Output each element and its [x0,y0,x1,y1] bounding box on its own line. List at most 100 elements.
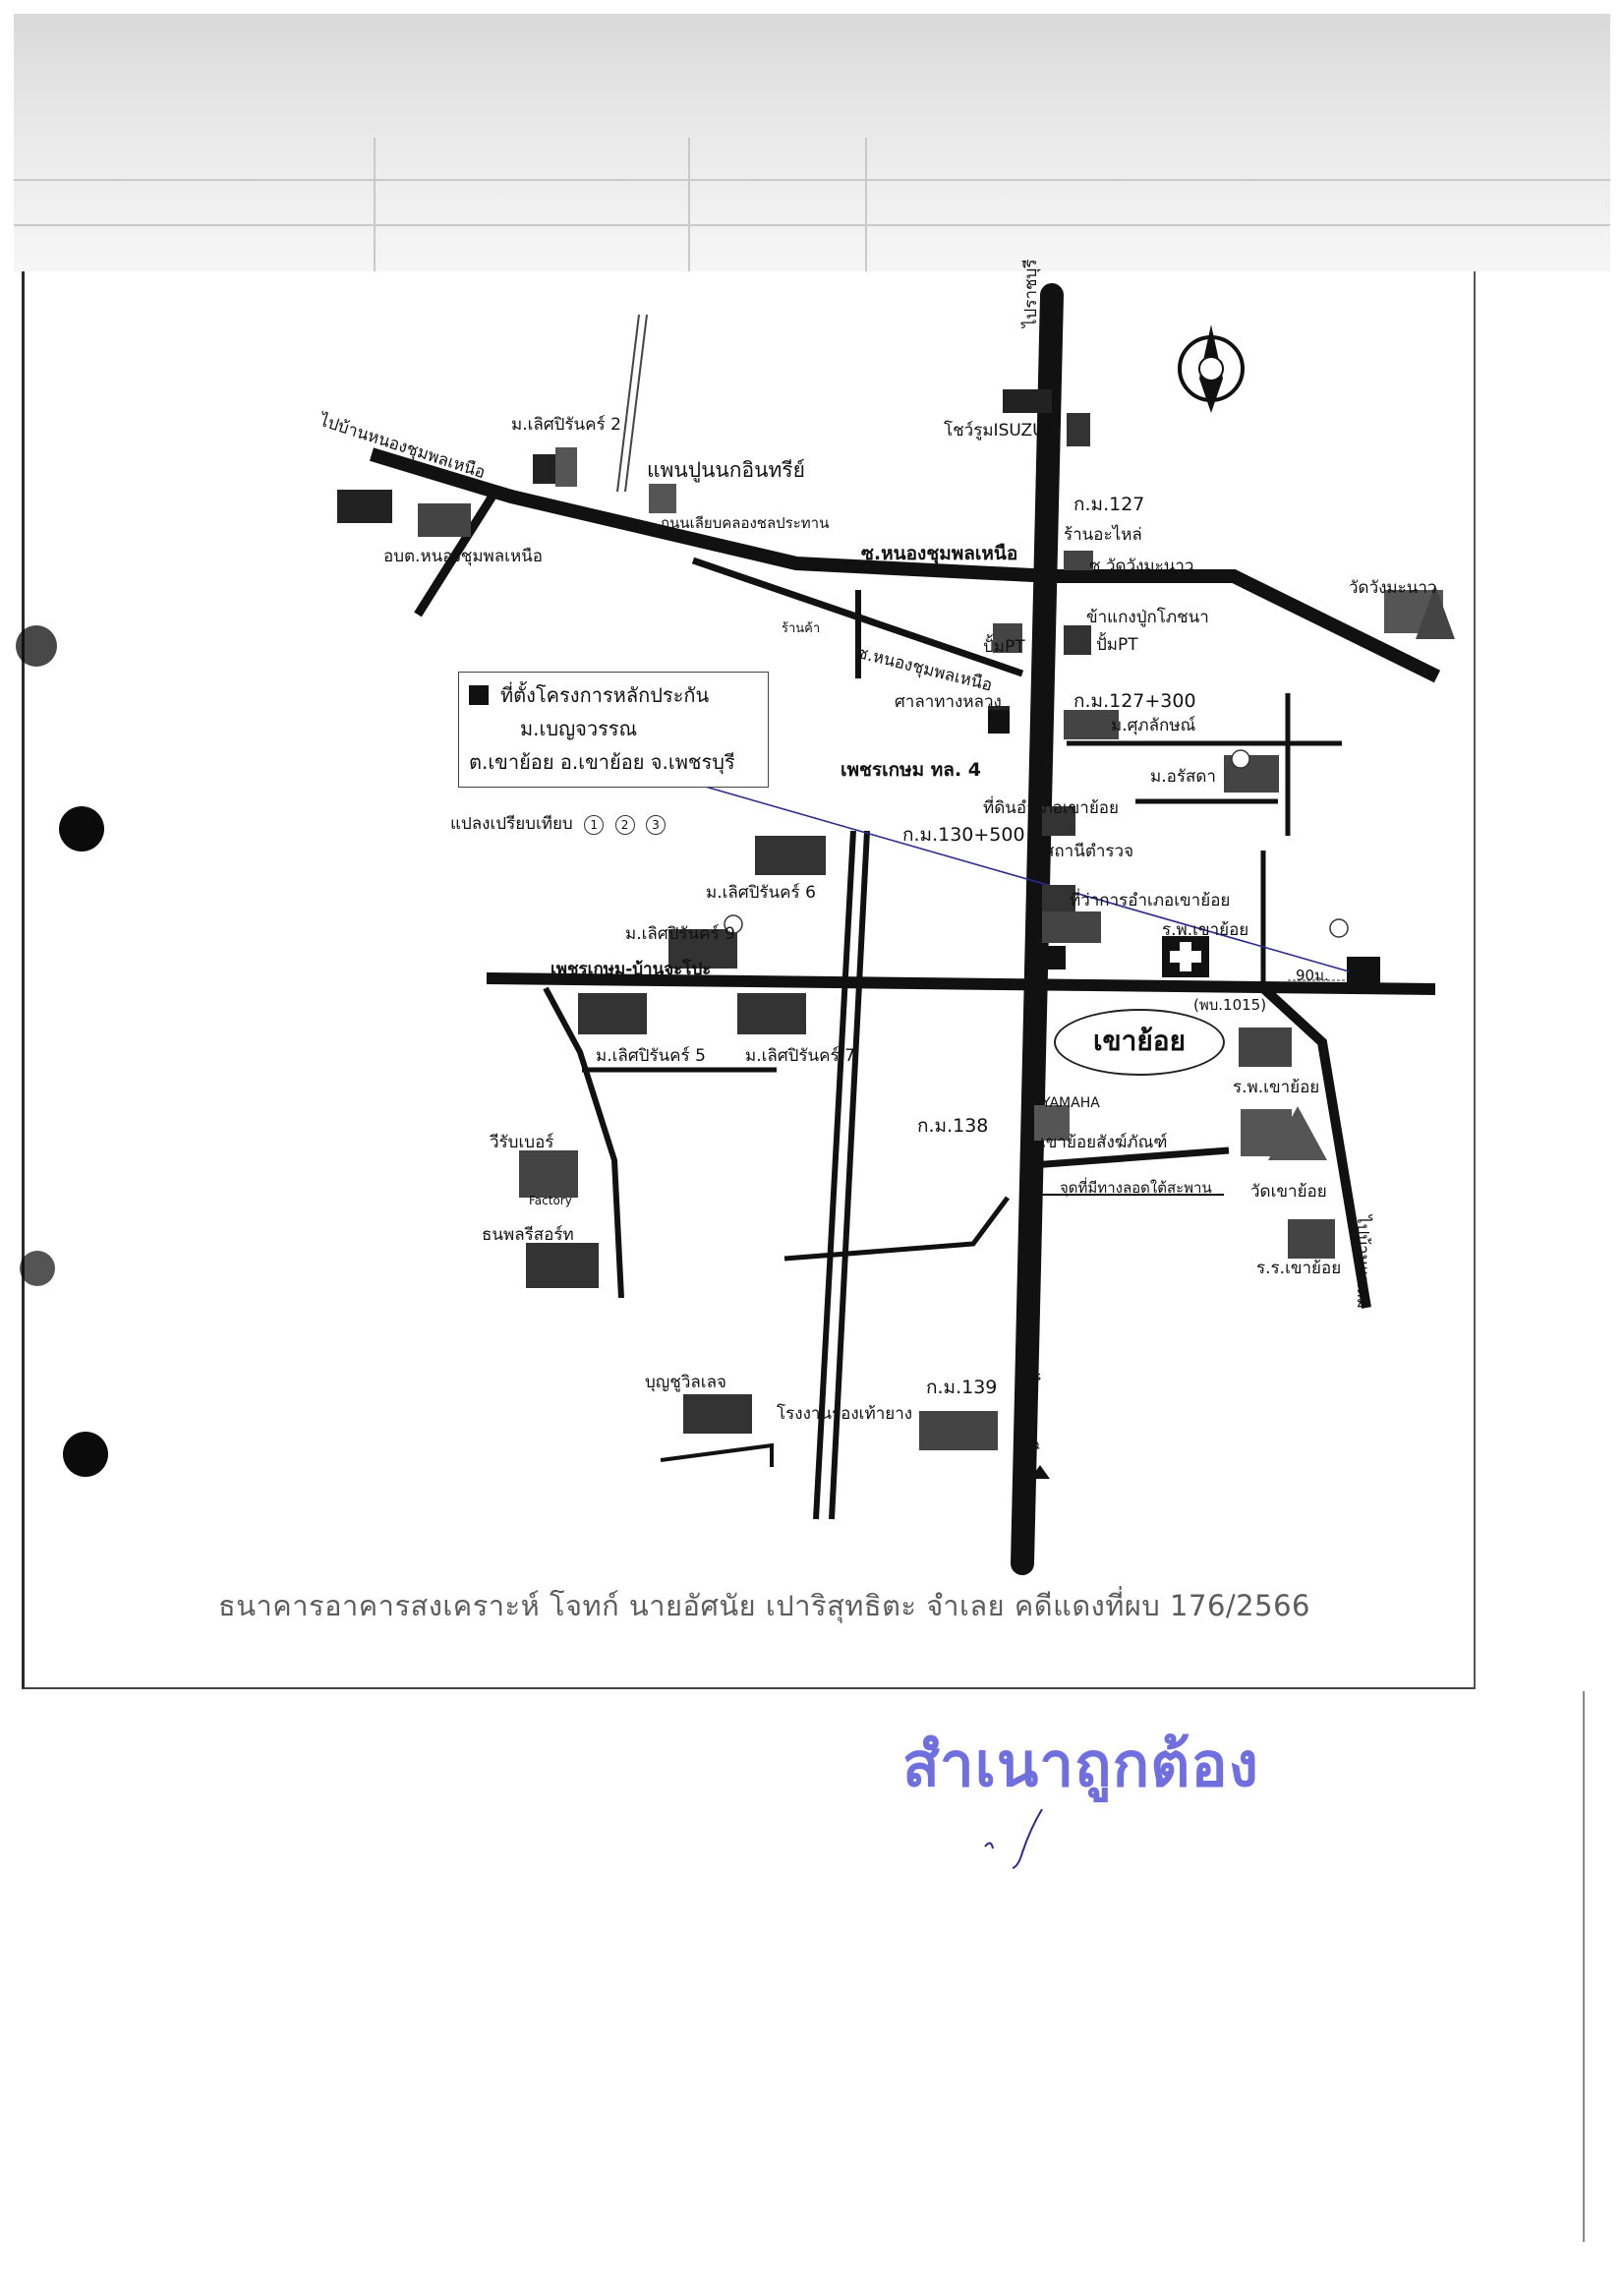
label-yamaha: YAMAHA [1042,1095,1100,1111]
comparison-marker-1 [1329,918,1349,938]
label-lert-siri-5: ม.เลิศปิรันคร์ 5 [596,1046,706,1066]
label-district-office: ที่ว่าการอำเภอเขาย้อย [1070,891,1231,911]
smudge-line [374,138,376,271]
label-north: N [1205,358,1216,373]
legend-box: ที่ตั้งโครงการหลักประกัน ม.เบญจวรรณ ต.เข… [458,672,769,788]
label-route: (พบ.1015) [1193,996,1267,1014]
label-km127-300: ก.ม.127+300 [1073,690,1196,712]
label-wat-khao-yoi: วัดเขาย้อย [1250,1182,1327,1202]
punch-hole [59,806,104,852]
label-to-phetchaburi: ไปเพชรบุรี [1020,1375,1040,1450]
label-lert-siri-6: ม.เลิศปิรันคร์ 6 [706,883,816,903]
label-pt1: ปั้มPT [983,637,1025,657]
label-wat-wang-manao: วัดวังมะนาว [1349,578,1437,598]
document-caption: ธนาคารอาคารสงเคราะห์ โจทก์ นายอัศนัย เปา… [218,1589,1310,1622]
smudge-line [688,138,690,271]
label-nong-chumphon-road: ซ.หนองชุมพลเหนือ [861,543,1018,564]
smudge-line [14,224,1610,226]
road-bunchu [660,1442,774,1467]
label-sala: ศาลาทางหลวง [895,692,1002,712]
label-hospital: ร.พ.เขาย้อย [1233,1078,1320,1097]
punch-hole [16,625,57,667]
label-factory: Factory [529,1194,572,1207]
label-bunchu-village: บุญชูวิลเลจ [645,1373,726,1392]
label-canal-road: ถนนเลียบคลองชลประทาน [661,514,830,532]
store-icon [1044,946,1066,969]
temple-icon [1268,1106,1327,1160]
label-police: สถานีตำรวจ [1044,842,1134,861]
label-obt: อบต.หนองชุมพลเหนือ [383,547,543,566]
comparison-label: แปลงเปรียบเทียบ [450,814,573,834]
label-aradasa: ม.อรัสดา [1150,767,1216,787]
canal-line-2 [829,830,870,1520]
building-icon [337,389,1443,1450]
canal-line-1 [813,830,856,1520]
road-north-thin [616,314,640,493]
label-lert-siri-2: ม.เลิศปิรันคร์ 2 [511,415,621,435]
road-nong-chumphon [369,447,1441,683]
comparison-legend: แปลงเปรียบเทียบ 1 2 3 [450,810,666,837]
road-south-west [783,1196,1011,1262]
label-sangkhaphan: เขาย้อยสังฆ์ภัณฑ์ [1040,1133,1168,1152]
store-icon [988,710,1010,734]
label-phetkasem-ban-cha: เพชรเกษม-บ้านจะโปะ [551,960,712,979]
label-land-office: ที่ดินอำเภอเขาย้อย [983,798,1119,818]
comparison-circle-3: 3 [645,815,666,835]
label-spare-parts: ร้านอะไหล่ [1064,525,1142,545]
signature [984,1808,1043,1869]
label-thon-pol: ธนพลรีสอร์ท [482,1225,574,1245]
label-lert-siri-9: ม.เลิศปิรันคร์ 9 [625,924,735,944]
sheet-edge [1583,1691,1585,2242]
smudge-line [14,179,1610,181]
label-distance: 90ม. [1296,967,1329,984]
road-ban-laem [1259,984,1371,1309]
label-crossing: จุดที่มีทางลอดใต้สะพาน [1060,1179,1212,1197]
certified-copy-stamp: สำเนาถูกต้อง [902,1729,1259,1800]
label-phetkasem-4: เพชรเกษม ทล. 4 [841,759,982,781]
punch-hole [63,1432,108,1477]
label-soi-wang-manao: ซ.วัดวังมะนาว [1089,557,1194,576]
highway-main [1011,283,1064,1575]
road-west-lert-siri-5 [543,986,624,1299]
label-km130-500: ก.ม.130+500 [902,824,1025,846]
legend-title-row: ที่ตั้งโครงการหลักประกัน [469,678,758,712]
scan-smudge [14,14,1610,271]
label-km127: ก.ม.127 [1073,494,1145,515]
label-isuzu: โชว์รูมISUZU [944,421,1045,441]
label-school: ร.ร.เขาย้อย [1256,1259,1342,1278]
label-to-ratchaburi: ไปราชบุรี [1021,259,1041,327]
label-shoe-factory: โรงงานรองเท้ายาง [777,1404,913,1424]
district-label: เขาย้อย [1054,1009,1225,1076]
label-shop: ร้านค้า [782,621,821,636]
arrow-north [1042,295,1062,317]
comparison-circle-2: 2 [614,815,635,835]
punch-hole [20,1251,55,1286]
project-site [1347,957,1380,990]
road-west-branch [414,487,500,617]
label-to-ban-laem: ไปบ้านแหลม [1353,1215,1372,1310]
comparison-marker-3 [1231,749,1250,769]
label-suphalak: ม.ศุภลักษณ์ [1111,716,1196,735]
map-drawing [337,283,1455,1575]
road-north-thin2 [624,314,648,493]
road-phetkasem-east-west [486,972,1436,995]
road-yamaha-east [1031,1146,1230,1169]
smudge-line [865,138,867,271]
label-lert-siri-7: ม.เลิศปิรันคร์ 7 [745,1046,855,1066]
label-km138: ก.ม.138 [917,1115,989,1137]
label-km139: ก.ม.139 [926,1377,998,1398]
arrow-south [1030,1465,1050,1479]
temple-icon [1416,585,1455,639]
label-rp-khao-yoi: ร.พ.เขาย้อย [1162,920,1249,940]
legend-location: ต.เขาย้อย อ.เขาย้อย จ.เพชรบุรี [469,750,735,774]
legend-project: ม.เบญจวรรณ [520,717,638,740]
label-coffee: ข้าแกงปู่กโภชนา [1086,608,1209,627]
comparison-marker-2 [724,914,743,934]
label-fertilizer: แพนปูนนกอินทรีย์ [647,458,805,482]
label-vira-rubber: วีรับเบอร์ [490,1133,554,1152]
comparison-circle-1: 1 [584,815,605,835]
legend-square-icon [469,685,489,705]
legend-title: ที่ตั้งโครงการหลักประกัน [500,683,710,707]
distance-line [687,781,1350,972]
label-pt2: ปั้มPT [1096,635,1138,655]
